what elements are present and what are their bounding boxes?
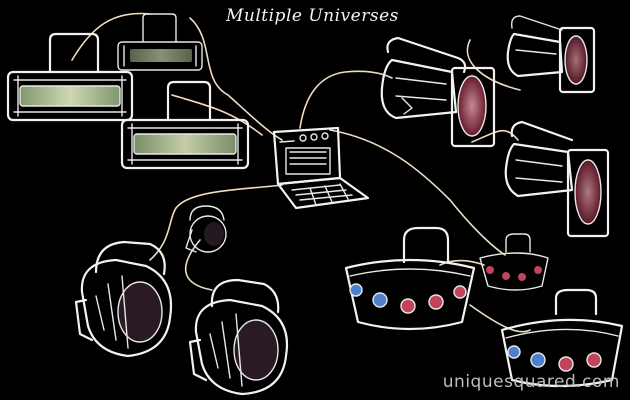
derby-fixture-icon — [479, 233, 549, 291]
led-strip-fixture-icon — [117, 13, 203, 71]
derby-fixture-icon — [500, 288, 624, 388]
moving-head-fixture-icon — [74, 240, 172, 358]
par-can-fixture-icon — [504, 120, 610, 238]
led-strip-fixture-icon — [6, 32, 134, 122]
cables — [71, 12, 531, 333]
moving-head-fixture-icon — [185, 205, 227, 253]
laptop-icon — [272, 126, 370, 210]
led-strip-fixture-icon — [120, 80, 250, 170]
watermark: uniquesquared.com — [442, 372, 620, 392]
derby-fixture-icon — [344, 226, 476, 331]
moving-head-fixture-icon — [188, 278, 288, 396]
par-can-fixture-icon — [506, 15, 596, 94]
par-can-fixture-icon — [380, 36, 496, 148]
diagram-title: Multiple Universes — [226, 6, 399, 26]
